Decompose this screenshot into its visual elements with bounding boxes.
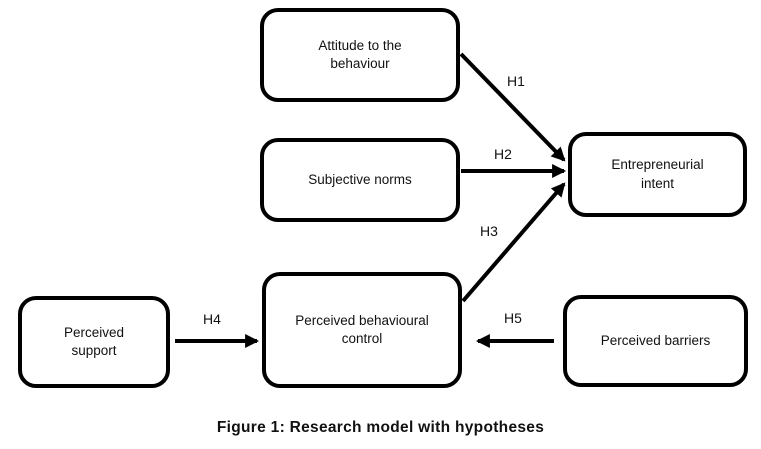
box-label-subjective-norms: Subjective norms: [308, 171, 412, 187]
hypothesis-label-h3: H3: [480, 223, 498, 239]
box-subjective-norms: Subjective norms: [260, 138, 460, 222]
box-attitude-to-behaviour: Attitude to the behaviour: [260, 8, 460, 102]
box-perceived-behavioural-control: Perceived behavioural control: [262, 272, 462, 388]
figure-caption: Figure 1: Research model with hypotheses: [216, 419, 545, 436]
arrow-h1: [459, 52, 566, 162]
box-label-perceived-barriers: Perceived barriers: [600, 332, 711, 348]
hypothesis-label-h2: H2: [494, 146, 512, 162]
hypothesis-label-h5: H5: [504, 310, 522, 326]
box-entrepreneurial-intent: Entrepreneurial intent: [568, 132, 747, 217]
hypothesis-label-h1: H1: [507, 73, 525, 89]
box-label-perceived-behavioural-control: Perceived behavioural control: [295, 312, 429, 346]
box-label-perceived-support: Perceived support: [63, 324, 125, 358]
box-label-attitude: Attitude to the behaviour: [318, 37, 402, 71]
box-perceived-support: Perceived support: [18, 296, 170, 388]
box-label-entrepreneurial-intent: Entrepreneurial intent: [611, 157, 704, 191]
box-perceived-barriers: Perceived barriers: [563, 295, 748, 387]
hypothesis-label-h4: H4: [203, 311, 221, 327]
arrow-h3: [461, 182, 566, 303]
